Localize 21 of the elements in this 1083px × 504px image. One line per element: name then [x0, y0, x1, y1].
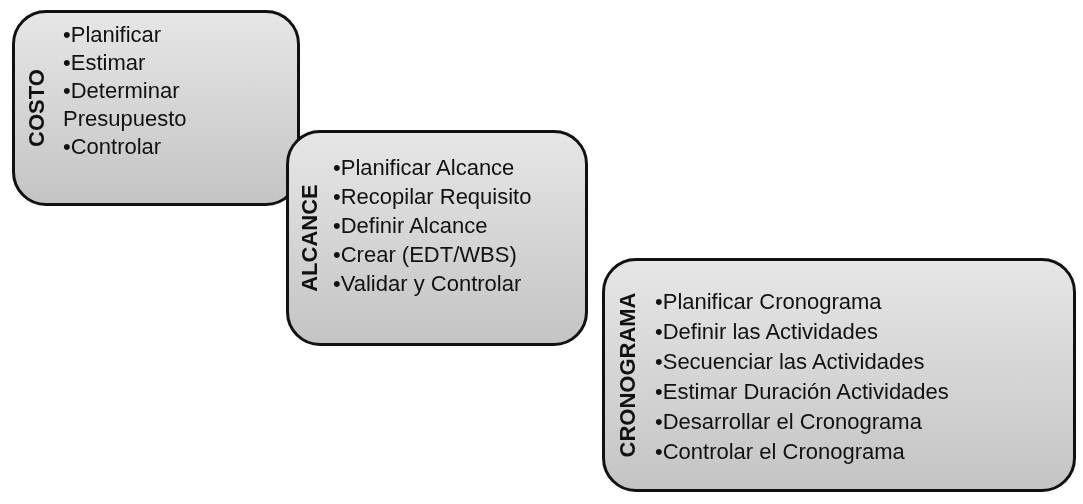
bullet-item: •Crear (EDT/WBS) [333, 241, 518, 269]
bullet-item: •Secuenciar las Actividades [655, 348, 926, 376]
bullet-item: •Definir Alcance [333, 212, 489, 240]
bullet-item: •Planificar [63, 21, 163, 49]
bullet-item: •Planificar Alcance [333, 154, 516, 182]
section-title: COSTO [23, 69, 50, 147]
bullet-item: •Controlar el Cronograma [655, 438, 906, 466]
bullet-item: •Desarrollar el Cronograma [655, 408, 923, 436]
bullet-item: •Definir las Actividades [655, 318, 879, 346]
section-title: CRONOGRAMA [614, 292, 640, 458]
bullet-item: •Validar y Controlar [333, 270, 523, 298]
bullet-item: •Planificar Cronograma [655, 288, 883, 316]
rounded-panel [602, 258, 1076, 492]
bullet-item: •Controlar [63, 133, 163, 161]
bullet-item: •Recopilar Requisito [333, 183, 533, 211]
bullet-item: •Estimar [63, 49, 147, 77]
section-title: ALCANCE [296, 184, 323, 292]
bullet-item: •Determinar Presupuesto [63, 77, 188, 133]
rounded-panel [286, 130, 588, 346]
rounded-panel [12, 10, 300, 206]
bullet-item: •Estimar Duración Actividades [655, 378, 950, 406]
